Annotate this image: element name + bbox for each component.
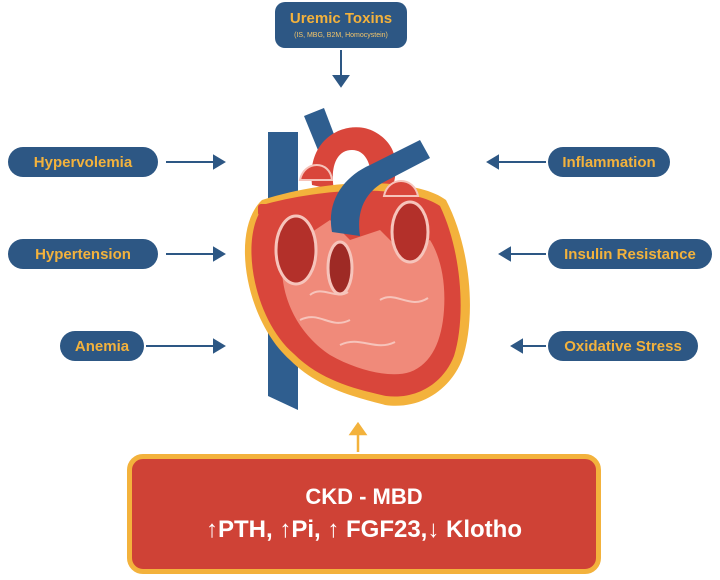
arrow-right-3-head-icon — [510, 338, 523, 354]
uremic-toxins-subtitle: (IS, MBG, B2M, Homocystein) — [294, 32, 388, 39]
arrow-right-2-head-icon — [498, 246, 511, 262]
arrow-left-3-head-icon — [213, 338, 226, 354]
muscle-strands-icon — [299, 290, 429, 347]
ckd-mbd-markers: ↑PTH, ↑Pi, ↑ FGF23,↓ Klotho — [205, 516, 522, 543]
uremic-toxins-title: Uremic Toxins — [289, 10, 393, 27]
right-chamber-icon — [390, 200, 430, 264]
hypertension-label: Hypertension — [8, 239, 158, 269]
atrium-right-icon — [382, 180, 420, 197]
uremic-toxins-box: Uremic Toxins (IS, MBG, B2M, Homocystein… — [275, 2, 407, 48]
side-vessel-icon — [258, 204, 274, 216]
hypervolemia-label: Hypervolemia — [8, 147, 158, 177]
left-chamber-icon — [274, 214, 318, 286]
ventricle-icon — [326, 240, 354, 296]
anemia-label: Anemia — [60, 331, 144, 361]
arrow-left-1-head-icon — [213, 154, 226, 170]
inflammation-label: Inflammation — [548, 147, 670, 177]
oxidative-stress-label: Oxidative Stress — [548, 331, 698, 361]
arrow-left-2-head-icon — [213, 246, 226, 262]
ckd-mbd-box: CKD - MBD ↑PTH, ↑Pi, ↑ FGF23,↓ Klotho — [127, 454, 601, 574]
atrium-left-icon — [298, 164, 334, 181]
ckd-mbd-title: CKD - MBD — [305, 484, 423, 509]
arrow-bottom-head-icon — [348, 421, 368, 436]
insulin-resistance-label: Insulin Resistance — [548, 239, 712, 269]
arrow-right-1-head-icon — [486, 154, 499, 170]
arrow-top-head-icon — [332, 75, 350, 88]
pulmonary-artery-icon — [330, 140, 430, 236]
